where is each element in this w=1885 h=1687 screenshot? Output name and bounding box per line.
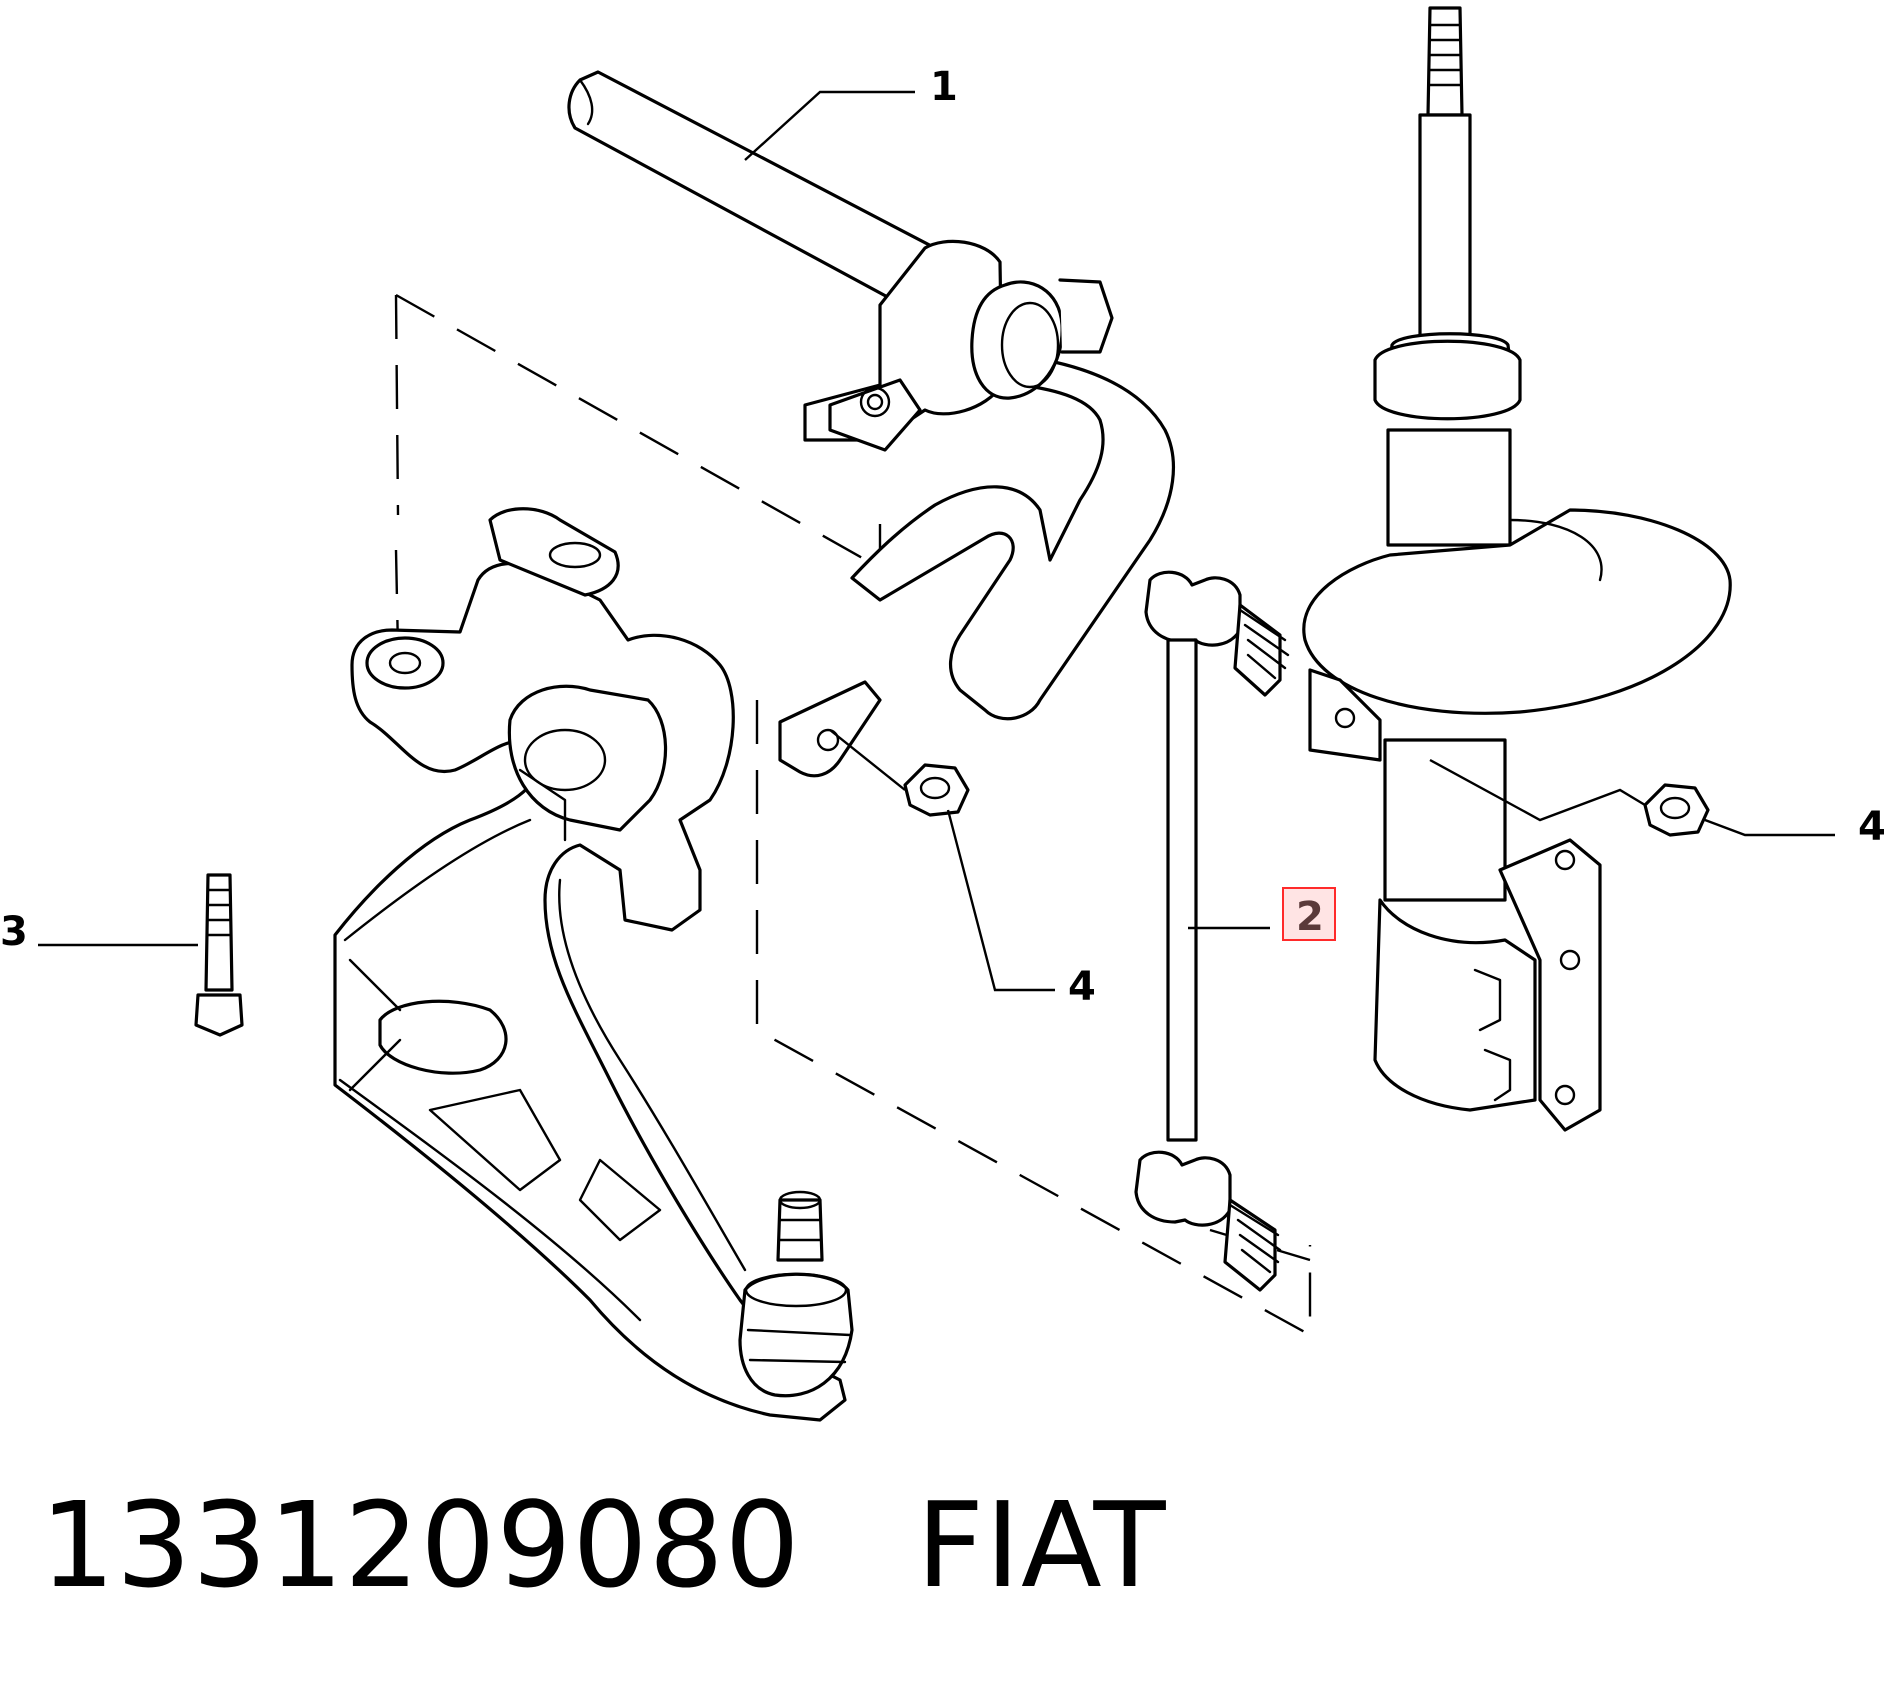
shock-absorber-strut[interactable] bbox=[1302, 6, 1732, 1132]
callout-labels: 1 2 3 4 4 bbox=[0, 64, 1885, 1010]
part-caption: 1331209080 FIAT bbox=[40, 1470, 1167, 1620]
caption-spacer bbox=[801, 1476, 917, 1614]
callout-2: 2 bbox=[1296, 894, 1324, 940]
anti-roll-bar[interactable] bbox=[567, 70, 1175, 778]
stabilizer-link[interactable] bbox=[1134, 570, 1290, 1292]
callout-3: 3 bbox=[0, 909, 28, 955]
callout-1: 1 bbox=[930, 64, 958, 110]
part-number: 1331209080 bbox=[40, 1476, 801, 1614]
callout-4-right: 4 bbox=[1858, 804, 1885, 850]
nut-left[interactable] bbox=[903, 763, 970, 817]
leader-lines bbox=[38, 90, 1835, 992]
bolt[interactable] bbox=[194, 873, 244, 1037]
brand-name: FIAT bbox=[916, 1476, 1167, 1614]
lower-control-arm[interactable] bbox=[333, 507, 847, 1422]
callout-4-left: 4 bbox=[1068, 964, 1096, 1010]
nut-right[interactable] bbox=[1643, 783, 1710, 837]
ball-joint[interactable] bbox=[738, 1190, 854, 1398]
callout-2-highlight-box bbox=[1282, 887, 1336, 941]
anti-roll-bar-bushing-bracket[interactable] bbox=[803, 239, 1114, 452]
